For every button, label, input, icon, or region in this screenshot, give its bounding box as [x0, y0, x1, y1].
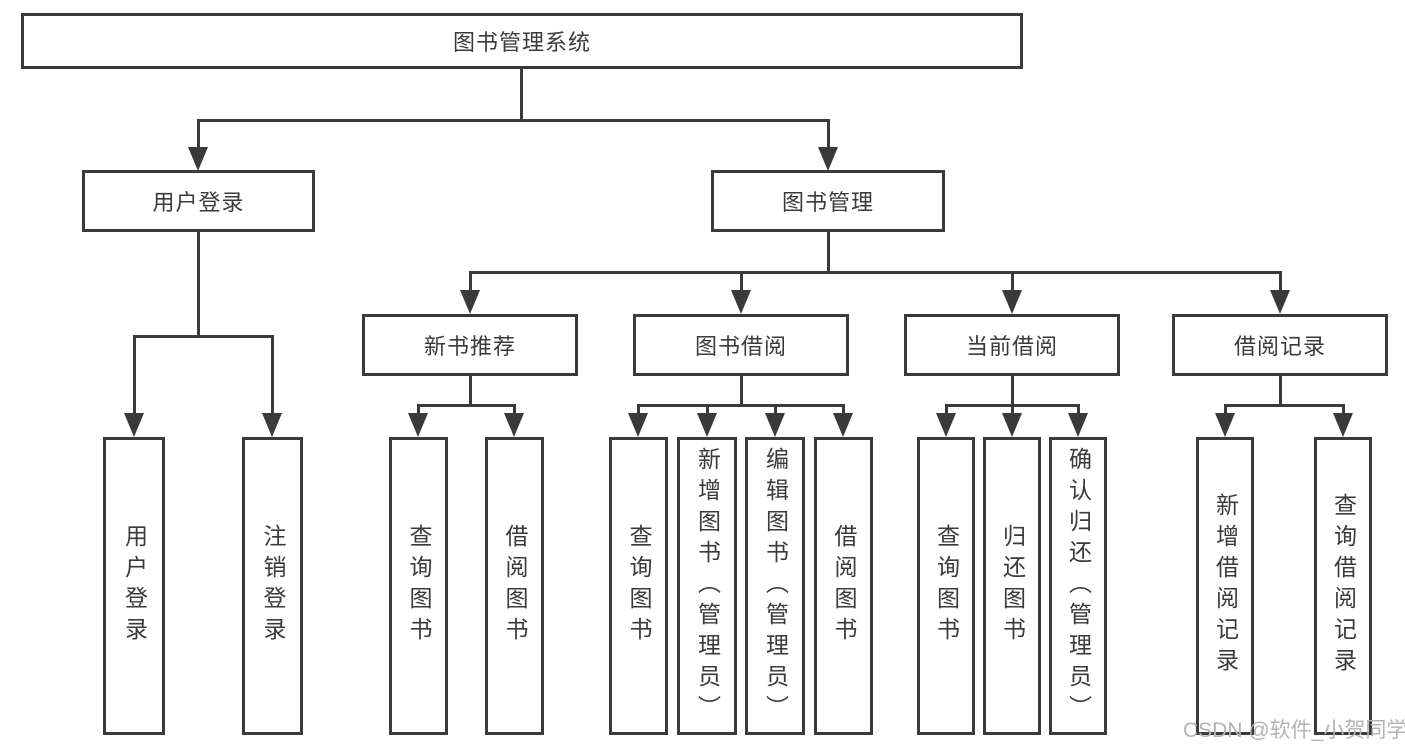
node-book-management: 图书管理 [711, 170, 945, 232]
connector-line [469, 376, 472, 407]
connector-line [1279, 271, 1282, 293]
node-label: 注销登录 [260, 524, 286, 648]
node-label: 新增图书（管理员） [694, 446, 721, 726]
node-label: 借阅图书 [831, 524, 857, 648]
connector-line [133, 335, 273, 338]
connector-line [637, 404, 640, 417]
connector-line [637, 404, 844, 407]
connector-line [827, 119, 830, 152]
node-book-borrowing: 图书借阅 [633, 314, 849, 376]
connector-line [842, 404, 845, 417]
arrow-down-icon [833, 413, 853, 437]
arrow-down-icon [697, 413, 717, 437]
node-label: 归还图书 [999, 524, 1026, 648]
node-label: 图书管理 [781, 190, 874, 215]
node-label: 当前借阅 [965, 334, 1058, 359]
connector-line [469, 271, 1280, 274]
arrow-down-icon [731, 290, 751, 314]
node-label: 用户登录 [121, 524, 148, 648]
arrow-down-icon [262, 413, 282, 437]
node-label: 确认归还（管理员） [1065, 446, 1092, 726]
node-leaf-user-login: 用户登录 [103, 437, 165, 735]
arrow-down-icon [460, 290, 480, 314]
node-leaf-return-book: 归还图书 [983, 437, 1041, 735]
node-leaf-confirm-return-admin: 确认归还（管理员） [1049, 437, 1107, 735]
node-label: 借阅图书 [502, 524, 528, 648]
node-label: 借阅记录 [1233, 334, 1326, 359]
arrow-down-icon [936, 413, 956, 437]
arrow-down-icon [765, 413, 785, 437]
arrow-down-icon [1068, 413, 1088, 437]
arrow-down-icon [504, 413, 524, 437]
connector-line [1011, 404, 1014, 417]
connector-line [513, 404, 516, 417]
arrow-down-icon [124, 413, 144, 437]
node-label: 查询图书 [406, 524, 432, 648]
connector-line [271, 335, 274, 417]
node-leaf-query-borrow-record: 查询借阅记录 [1314, 437, 1372, 735]
connector-line [1342, 404, 1345, 417]
connector-line [469, 271, 472, 293]
node-label: 新书推荐 [423, 334, 516, 359]
connector-line [706, 404, 709, 417]
watermark: CSDN @软件_小贺同学 [1183, 719, 1405, 742]
arrow-down-icon [1215, 413, 1235, 437]
node-current-borrowing: 当前借阅 [904, 314, 1120, 376]
connector-line [417, 404, 516, 407]
arrow-down-icon [188, 147, 208, 171]
node-borrowing-records: 借阅记录 [1172, 314, 1388, 376]
node-leaf-query-books-borrowing: 查询图书 [609, 437, 668, 735]
connector-line [740, 271, 743, 293]
connector-line [1224, 404, 1344, 407]
connector-line [1279, 376, 1282, 407]
node-label: 编辑图书（管理员） [762, 446, 789, 726]
connector-line [197, 232, 200, 336]
node-label: 查询图书 [626, 524, 652, 648]
node-label: 新增借阅记录 [1212, 493, 1239, 679]
node-leaf-add-borrow-record: 新增借阅记录 [1196, 437, 1254, 735]
connector-line [945, 404, 948, 417]
connector-line [1011, 376, 1014, 407]
node-leaf-add-book-admin: 新增图书（管理员） [677, 437, 737, 735]
arrow-down-icon [628, 413, 648, 437]
node-leaf-logout: 注销登录 [242, 437, 303, 735]
connector-line [740, 376, 743, 407]
arrow-down-icon [1002, 290, 1022, 314]
node-leaf-edit-book-admin: 编辑图书（管理员） [745, 437, 805, 735]
node-leaf-borrow-books-borrowing: 借阅图书 [814, 437, 873, 735]
connector-line [133, 335, 136, 417]
connector-line [1011, 271, 1014, 293]
connector-line [197, 119, 200, 152]
node-label: 查询图书 [933, 524, 960, 648]
node-leaf-query-books-recommend: 查询图书 [389, 437, 448, 735]
node-label: 图书借阅 [694, 334, 787, 359]
arrow-down-icon [1333, 413, 1353, 437]
node-new-book-recommendation: 新书推荐 [362, 314, 578, 376]
node-label: 图书管理系统 [452, 30, 591, 55]
connector-line [774, 404, 777, 417]
node-label: 查询借阅记录 [1330, 493, 1357, 679]
connector-line [197, 119, 830, 122]
arrow-down-icon [1002, 413, 1022, 437]
node-leaf-query-books-current: 查询图书 [917, 437, 975, 735]
connector-line [1224, 404, 1227, 417]
connector-line [1077, 404, 1080, 417]
connector-line [827, 232, 830, 274]
node-user-login: 用户登录 [82, 170, 315, 232]
connector-line [520, 69, 523, 120]
node-leaf-borrow-books-recommend: 借阅图书 [485, 437, 544, 735]
arrow-down-icon [818, 147, 838, 171]
connector-line [417, 404, 420, 417]
arrow-down-icon [1270, 290, 1290, 314]
arrow-down-icon [408, 413, 428, 437]
node-library-management-system: 图书管理系统 [21, 13, 1023, 69]
node-label: 用户登录 [152, 190, 245, 215]
